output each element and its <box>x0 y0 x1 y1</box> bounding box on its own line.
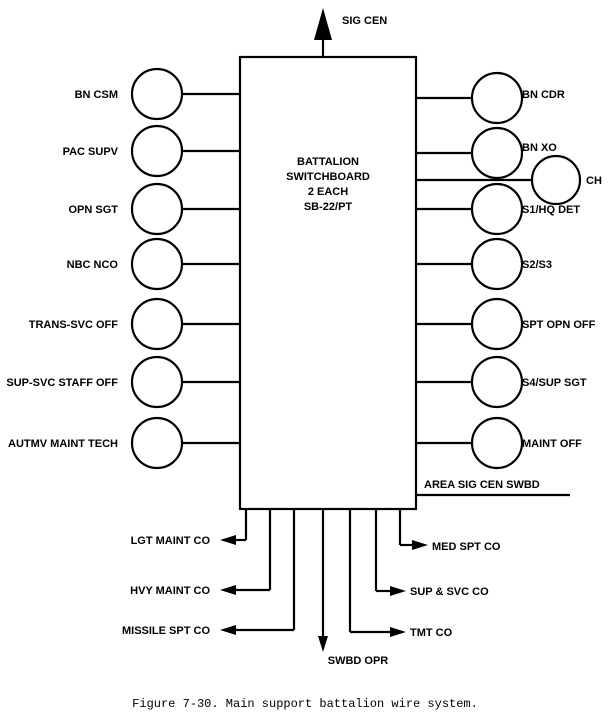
swbd-opr-label: SWBD OPR <box>328 655 389 667</box>
circle-spt-opn-off <box>470 297 524 351</box>
right-node-label: S1/HQ DET <box>522 204 580 216</box>
circle-bn-csm <box>130 67 184 121</box>
circle-opn-sgt <box>130 182 184 236</box>
bottom-left-label: MISSILE SPT CO <box>122 625 210 637</box>
circle-ch <box>530 154 582 206</box>
right-node-label: MAINT OFF <box>522 438 582 450</box>
left-node-label: PAC SUPV <box>63 146 119 158</box>
left-node-label: BN CSM <box>75 89 118 101</box>
ch-label: CH <box>586 175 602 187</box>
circle-pac-supv <box>130 124 184 178</box>
circle-autmv-maint-tech <box>130 416 184 470</box>
arrow-med-spt <box>412 540 428 550</box>
circle-s1-hq-det <box>470 182 524 236</box>
left-node-label: NBC NCO <box>67 259 119 271</box>
circle-bn-cdr <box>470 71 524 125</box>
circle-trans-svc-off <box>130 297 184 351</box>
left-node-label: TRANS-SVC OFF <box>29 319 119 331</box>
arrow-sup-svc <box>390 586 406 596</box>
sig-cen-arrow <box>314 8 332 40</box>
area-sig-cen-label: AREA SIG CEN SWBD <box>424 479 540 491</box>
bottom-right-label: MED SPT CO <box>432 541 501 553</box>
right-node-label: SPT OPN OFF <box>522 319 596 331</box>
right-node-label: S4/SUP SGT <box>522 377 587 389</box>
bottom-left-label: HVY MAINT CO <box>130 585 210 597</box>
circle-s4-sup-sgt <box>470 355 524 409</box>
sig-cen-label: SIG CEN <box>342 15 387 27</box>
circle-bn-xo <box>470 126 524 180</box>
right-node-label: BN XO <box>522 142 557 154</box>
switchboard-line-3: 2 EACH <box>308 186 348 198</box>
bottom-left-label: LGT MAINT CO <box>131 535 211 547</box>
circle-sup-svc-staff-off <box>130 355 184 409</box>
circle-s2-s3 <box>470 237 524 291</box>
switchboard-box <box>238 55 418 511</box>
arrow-hvy-maint <box>220 585 236 595</box>
bottom-right-label: SUP & SVC CO <box>410 586 489 598</box>
bottom-right-label: TMT CO <box>410 627 453 639</box>
arrow-tmt <box>390 627 406 637</box>
right-node-label: S2/S3 <box>522 259 552 271</box>
figure-caption: Figure 7-30. Main support battalion wire… <box>132 697 478 711</box>
circle-nbc-nco <box>130 237 184 291</box>
right-node-label: BN CDR <box>522 89 565 101</box>
circle-maint-off <box>470 416 524 470</box>
switchboard-line-2: SWITCHBOARD <box>286 171 370 183</box>
arrow-lgt-maint <box>220 535 236 545</box>
switchboard-line-4: SB-22/PT <box>304 201 353 213</box>
arrow-swbd-opr <box>318 636 328 652</box>
switchboard-line-1: BATTALION <box>297 156 359 168</box>
arrow-missile-spt <box>220 625 236 635</box>
left-node-label: SUP-SVC STAFF OFF <box>6 377 118 389</box>
left-node-label: OPN SGT <box>68 204 118 216</box>
left-node-label: AUTMV MAINT TECH <box>8 438 118 450</box>
